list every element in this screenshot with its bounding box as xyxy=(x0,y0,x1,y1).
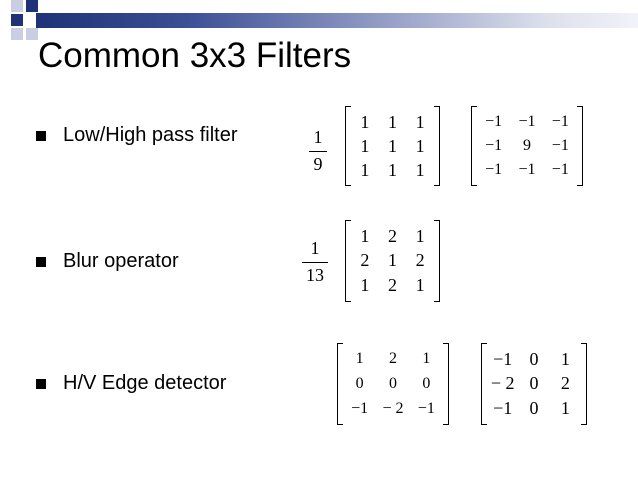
matrix-cell: 1 xyxy=(560,348,570,369)
matrix-cell: −1 xyxy=(551,137,569,154)
matrix-cell: 2 xyxy=(387,275,397,296)
horizontal-edge-matrix: 1 2 1 0 0 0 −1 − 2 −1 xyxy=(337,343,449,425)
matrix-cell: 1 xyxy=(360,275,370,296)
slide-title: Common 3x3 Filters xyxy=(38,36,352,75)
matrix-cell: 0 xyxy=(529,348,539,369)
deco-square-3 xyxy=(11,14,23,26)
matrix-cell: 2 xyxy=(415,250,425,271)
header-gradient-bar xyxy=(36,13,638,28)
blur-factor: 1 13 xyxy=(302,238,328,286)
fraction-bar xyxy=(302,262,328,263)
low-pass-factor: 1 9 xyxy=(309,127,327,175)
matrix-cell: 0 xyxy=(388,374,397,392)
matrix-cell: − 2 xyxy=(382,399,404,417)
matrix-cell: 1 xyxy=(560,398,570,419)
fraction-numerator: 1 xyxy=(310,238,320,258)
matrix-cell: −1 xyxy=(551,113,569,130)
matrix-cell: −1 xyxy=(485,137,503,154)
bullet-square-icon xyxy=(36,256,46,267)
bullet-square-icon xyxy=(36,130,46,141)
bullet-square-icon xyxy=(36,378,46,389)
matrix-cell: −1 xyxy=(351,399,369,417)
matrix-cell: 1 xyxy=(355,350,364,368)
matrix-cell: 2 xyxy=(388,350,397,368)
bullet-label: Blur operator xyxy=(63,250,179,272)
fraction-numerator: 1 xyxy=(313,127,323,147)
matrix-cell: 1 xyxy=(422,350,431,368)
matrix-cell: 2 xyxy=(560,373,570,394)
deco-square-2 xyxy=(26,0,38,12)
bullet-label: Low/High pass filter xyxy=(63,124,238,146)
vertical-edge-matrix: −1 0 1 − 2 0 2 −1 0 1 xyxy=(481,343,587,425)
matrix-cell: −1 xyxy=(551,161,569,178)
fraction-denominator: 9 xyxy=(313,154,323,174)
matrix-cell: −1 xyxy=(485,113,503,130)
blur-matrix: 1 2 1 2 1 2 1 2 1 xyxy=(345,220,440,302)
matrix-cell: 1 xyxy=(387,250,397,271)
matrix-cell: 1 xyxy=(360,159,370,180)
matrix-cell: 1 xyxy=(387,111,397,132)
matrix-cell: 1 xyxy=(415,159,425,180)
matrix-cell: −1 xyxy=(493,348,513,369)
low-pass-matrix: 1 1 1 1 1 1 1 1 1 xyxy=(345,106,440,186)
matrix-cell: 2 xyxy=(387,225,397,246)
fraction-denominator: 13 xyxy=(306,265,324,285)
high-pass-matrix: −1 −1 −1 −1 9 −1 −1 −1 −1 xyxy=(471,106,583,186)
matrix-cell: 9 xyxy=(522,137,531,154)
matrix-cell: − 2 xyxy=(490,373,515,394)
matrix-cell: −1 xyxy=(493,398,513,419)
deco-square-4 xyxy=(11,28,23,40)
matrix-cell: −1 xyxy=(518,161,536,178)
matrix-cell: 1 xyxy=(387,159,397,180)
matrix-cell: 2 xyxy=(360,250,370,271)
bullet-low-high: Low/High pass filter xyxy=(36,124,238,147)
matrix-cell: 1 xyxy=(360,135,370,156)
matrix-cell: 0 xyxy=(355,374,364,392)
matrix-cell: 1 xyxy=(415,275,425,296)
deco-square-1 xyxy=(11,0,23,12)
matrix-cell: 0 xyxy=(529,398,539,419)
bullet-edge: H/V Edge detector xyxy=(36,372,226,395)
matrix-cell: 0 xyxy=(529,373,539,394)
fraction-bar xyxy=(309,151,327,152)
matrix-cell: 1 xyxy=(360,111,370,132)
matrix-cell: −1 xyxy=(518,113,536,130)
matrix-cell: −1 xyxy=(417,399,435,417)
matrix-cell: 0 xyxy=(422,374,431,392)
matrix-cell: 1 xyxy=(415,135,425,156)
matrix-cell: 1 xyxy=(415,111,425,132)
matrix-cell: 1 xyxy=(360,225,370,246)
matrix-cell: −1 xyxy=(485,161,503,178)
matrix-cell: 1 xyxy=(387,135,397,156)
deco-square-5 xyxy=(26,28,38,40)
matrix-cell: 1 xyxy=(415,225,425,246)
bullet-blur: Blur operator xyxy=(36,250,179,273)
bullet-label: H/V Edge detector xyxy=(63,372,227,394)
